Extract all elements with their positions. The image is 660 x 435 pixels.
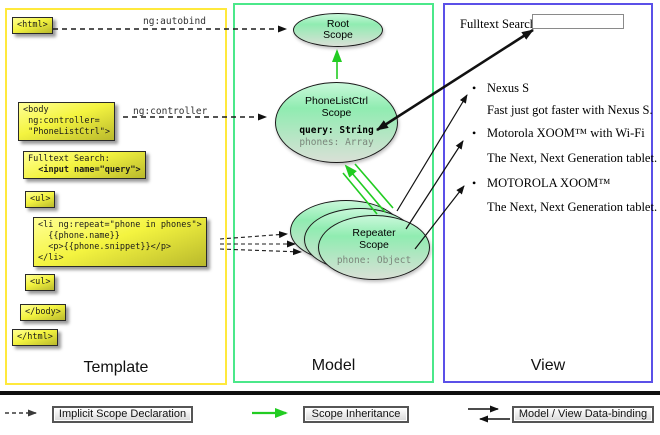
- product-desc: The Next, Next Generation tablet.: [487, 151, 658, 165]
- code-note-fulltext: Fulltext Search: <input name="query">: [23, 151, 146, 179]
- phonelistctrl-scope-ellipse: PhoneListCtrl Scope query: String phones…: [275, 82, 398, 163]
- view-panel-label: View: [530, 357, 566, 374]
- phonelistctrl-scope-title: PhoneListCtrl Scope: [304, 95, 369, 119]
- legend-implicit-scope: Implicit Scope Declaration: [52, 406, 193, 423]
- product-desc: Fast just got faster with Nexus S.: [487, 103, 653, 117]
- bullet-icon: •: [472, 176, 477, 190]
- repeater-scope-title: Repeater Scope: [352, 227, 396, 251]
- template-panel: <html> <body ng:controller= "PhoneListCt…: [5, 8, 227, 385]
- fulltext-search-label: Fulltext Search:: [460, 17, 540, 31]
- root-scope-title: Root Scope: [323, 17, 353, 41]
- product-name: MOTOROLA XOOM™: [487, 176, 611, 190]
- model-panel-label: Model: [311, 357, 356, 374]
- code-note-body-close: </body>: [20, 304, 66, 321]
- code-note-body-open: <body ng:controller= "PhoneListCtrl">: [18, 102, 115, 141]
- fulltext-label-code: Fulltext Search:: [28, 154, 110, 164]
- phone-property: phone: Object: [336, 255, 412, 266]
- directive-label-controller: ng:controller: [133, 106, 208, 117]
- search-input[interactable]: [532, 14, 624, 29]
- product-name: Motorola XOOM™ with Wi-Fi: [487, 126, 645, 140]
- product-name: Nexus S: [487, 81, 530, 95]
- directive-label-autobind: ng:autobind: [143, 16, 206, 27]
- fulltext-input-code: <input name="query">: [28, 165, 141, 175]
- repeater-scope-ellipse-front: Repeater Scope phone: Object: [318, 215, 430, 280]
- legend-data-binding: Model / View Data-binding: [512, 406, 654, 423]
- code-note-ul-open: <ul>: [25, 191, 56, 208]
- legend-divider: [0, 391, 660, 395]
- view-panel: Fulltext Search: • Nexus S Fast just got…: [443, 3, 657, 383]
- bullet-icon: •: [472, 81, 477, 95]
- product-desc: The Next, Next Generation tablet.: [487, 200, 658, 214]
- code-note-html-open: <html>: [12, 17, 53, 34]
- query-property: query: String: [299, 125, 374, 136]
- template-panel-label: Template: [83, 359, 149, 376]
- code-note-html-close: </html>: [12, 329, 58, 346]
- phones-property: phones: Array: [299, 137, 374, 148]
- code-note-li-repeat: <li ng:repeat="phone in phones"> {{phone…: [33, 217, 207, 267]
- bullet-icon: •: [472, 126, 477, 140]
- legend-scope-inheritance: Scope Inheritance: [303, 406, 409, 423]
- root-scope-ellipse: Root Scope: [293, 13, 383, 47]
- model-panel: Root Scope PhoneListCtrl Scope query: St…: [233, 3, 434, 383]
- code-note-ul-close: <ul>: [25, 274, 56, 291]
